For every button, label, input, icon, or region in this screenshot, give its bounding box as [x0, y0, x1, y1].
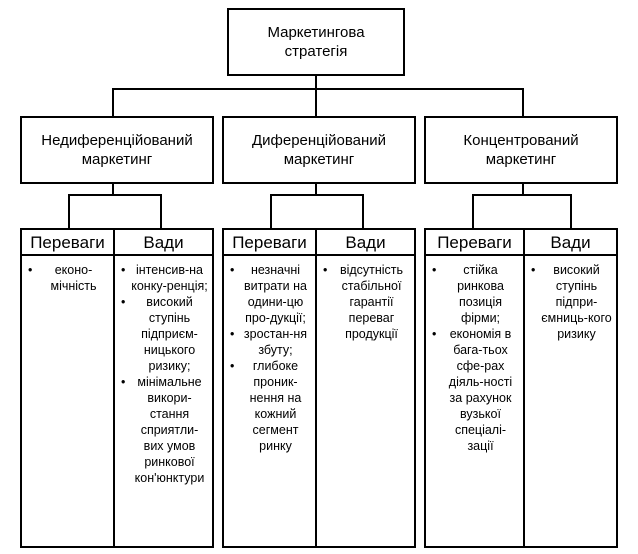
table-column-divider — [315, 230, 317, 546]
connector-mid-cons — [362, 194, 364, 228]
connector-to-middle — [315, 88, 317, 116]
table-header-divider — [426, 254, 616, 256]
list-item: високий ступінь підприєм-ницького ризику… — [121, 294, 208, 374]
strategy-box-concentrated: Концентрований маркетинг — [424, 116, 618, 184]
cons-list: відсутність стабільної гарантії переваг … — [317, 256, 414, 546]
table-column-divider — [523, 230, 525, 546]
strategy-title-line1: Концентрований — [463, 132, 579, 149]
connector-mid-center — [315, 184, 317, 196]
cons-list: інтенсив-на конку-ренція;високий ступінь… — [115, 256, 212, 546]
pros-list: еконо-мічність — [22, 256, 113, 546]
list-item: відсутність стабільної гарантії переваг … — [323, 262, 410, 342]
connector-left-bar — [68, 194, 162, 196]
cons-heading: Вади — [345, 233, 386, 252]
connector-left-cons — [160, 194, 162, 228]
pros-column: Переваги еконо-мічність — [22, 230, 113, 546]
connector-left-pros — [68, 194, 70, 228]
list-item: економія в бага-тьох сфе-рах діяль-ності… — [432, 326, 519, 454]
list-item: інтенсив-на конку-ренція; — [121, 262, 208, 294]
connector-right-center — [522, 184, 524, 196]
table-differentiated: Переваги незначні витрати на одини-цю пр… — [222, 228, 416, 548]
list-item: високий ступінь підпри-ємниць-кого ризик… — [531, 262, 612, 342]
cons-heading: Вади — [550, 233, 591, 252]
pros-heading: Переваги — [232, 233, 307, 252]
pros-list: стійка ринкова позиція фірми;економія в … — [426, 256, 523, 546]
marketing-strategy-box: Маркетингова стратегія — [227, 8, 405, 76]
list-item: глибоке проник-нення на кожний сегмент р… — [230, 358, 311, 454]
strategy-title-line2: маркетинг — [283, 151, 355, 168]
table-concentrated: Переваги стійка ринкова позиція фірми;ек… — [424, 228, 618, 548]
table-undifferentiated: Переваги еконо-мічність Вади інтенсив-на… — [20, 228, 214, 548]
connector-top-horizontal — [112, 88, 524, 90]
top-title-line2: стратегія — [284, 43, 348, 60]
pros-heading: Переваги — [30, 233, 105, 252]
strategy-box-undifferentiated: Недиференційований маркетинг — [20, 116, 214, 184]
connector-mid-pros — [270, 194, 272, 228]
connector-to-left — [112, 88, 114, 116]
strategy-title-line2: маркетинг — [81, 151, 153, 168]
strategy-title-line1: Диференційований — [251, 132, 387, 149]
pros-column: Переваги стійка ринкова позиція фірми;ек… — [426, 230, 523, 546]
cons-column: Вади високий ступінь підпри-ємниць-кого … — [525, 230, 616, 546]
connector-right-cons — [570, 194, 572, 228]
table-header-divider — [224, 254, 414, 256]
list-item: зростан-ня збуту; — [230, 326, 311, 358]
pros-column: Переваги незначні витрати на одини-цю пр… — [224, 230, 315, 546]
top-title-line1: Маркетингова — [267, 24, 365, 41]
table-column-divider — [113, 230, 115, 546]
pros-heading: Переваги — [437, 233, 512, 252]
connector-mid-bar — [270, 194, 364, 196]
list-item: незначні витрати на одини-цю про-дукції; — [230, 262, 311, 326]
pros-list: незначні витрати на одини-цю про-дукції;… — [224, 256, 315, 546]
list-item: еконо-мічність — [28, 262, 109, 294]
table-header-divider — [22, 254, 212, 256]
cons-column: Вади інтенсив-на конку-ренція;високий ст… — [115, 230, 212, 546]
connector-to-right — [522, 88, 524, 116]
connector-right-pros — [472, 194, 474, 228]
strategy-title-line1: Недиференційований — [41, 132, 193, 149]
strategy-title-line2: маркетинг — [485, 151, 557, 168]
list-item: мінімальне викори-стання сприятли-вих ум… — [121, 374, 208, 486]
strategy-box-differentiated: Диференційований маркетинг — [222, 116, 416, 184]
cons-list: високий ступінь підпри-ємниць-кого ризик… — [525, 256, 616, 546]
connector-top-vertical — [315, 76, 317, 90]
connector-left-center — [112, 184, 114, 196]
connector-right-bar — [472, 194, 572, 196]
cons-column: Вади відсутність стабільної гарантії пер… — [317, 230, 414, 546]
list-item: стійка ринкова позиція фірми; — [432, 262, 519, 326]
cons-heading: Вади — [143, 233, 184, 252]
